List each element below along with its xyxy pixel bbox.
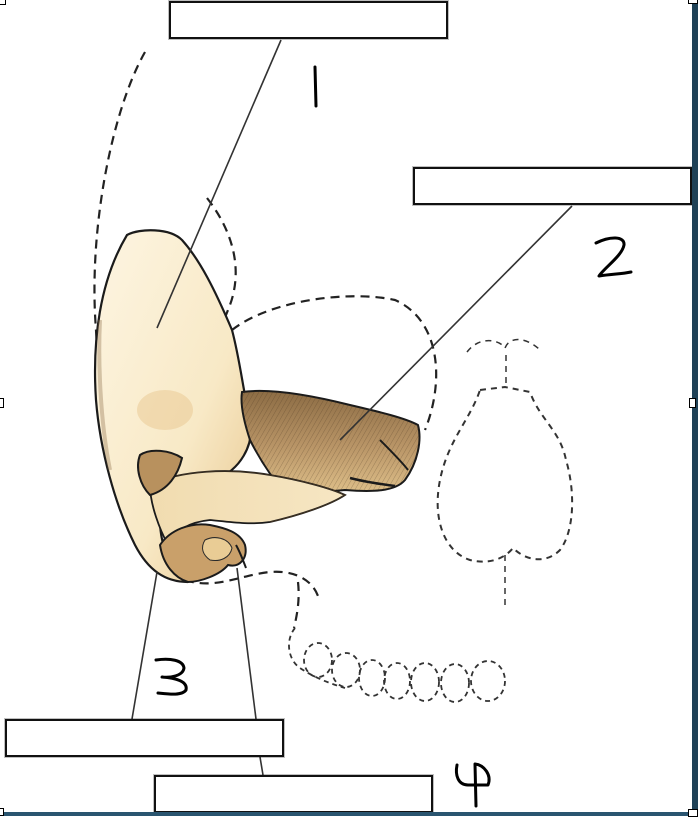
label-box-2[interactable]: [413, 167, 692, 205]
leader-line-4a: [236, 567, 257, 720]
resize-handle-right[interactable]: [689, 398, 696, 408]
number-2: [594, 236, 633, 278]
mastoid-process: [158, 523, 247, 584]
image-frame-bottom-edge: [4, 812, 698, 816]
resize-handle-top-right[interactable]: [688, 0, 698, 4]
leader-line-2: [339, 205, 573, 441]
leader-line-3: [131, 571, 158, 720]
number-3: [154, 657, 188, 696]
teeth-outline-dashed: [288, 627, 506, 703]
label-box-3[interactable]: [5, 719, 284, 757]
external-acoustic-meatus: [137, 449, 184, 497]
number-1: [313, 65, 318, 108]
styloid-process: [235, 544, 247, 569]
leader-lines: [131, 39, 573, 776]
label-box-1[interactable]: [169, 1, 448, 39]
handwritten-numbers: [154, 65, 633, 808]
number-4: [454, 762, 491, 808]
resize-handle-bottom-left[interactable]: [0, 808, 4, 816]
leader-line-4b: [259, 756, 264, 776]
resize-handle-left[interactable]: [0, 398, 4, 408]
nasal-outline-dashed: [436, 338, 574, 605]
leader-line-1: [156, 39, 282, 329]
resize-handle-top-left[interactable]: [0, 0, 6, 5]
label-box-4[interactable]: [154, 775, 433, 813]
